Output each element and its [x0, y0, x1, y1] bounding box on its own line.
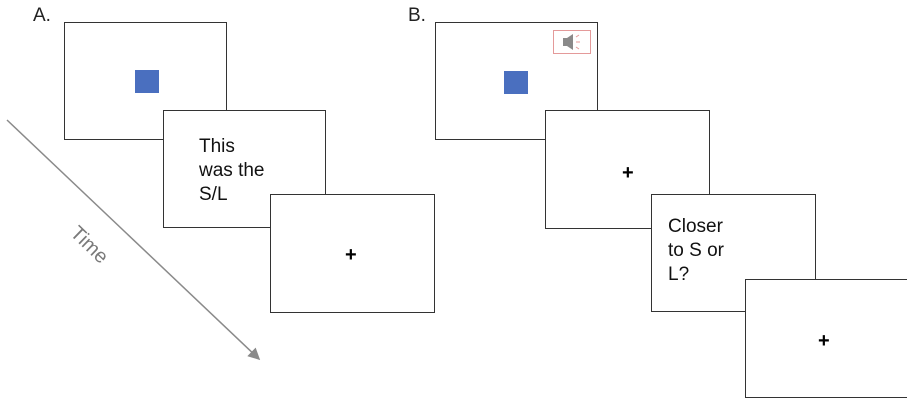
fixation-cross: +: [818, 330, 830, 352]
panel-a-frame-3: +: [270, 194, 435, 313]
speaker-icon: [553, 30, 591, 54]
blue-square-stimulus: [504, 71, 528, 94]
panel-b-frame-3: Closer to S or L?: [651, 194, 816, 312]
panel-b-frame-4: +: [745, 279, 907, 398]
blue-square-stimulus: [135, 70, 159, 93]
fixation-cross: +: [345, 244, 357, 266]
panel-a-feedback-text: This was the S/L: [199, 136, 265, 205]
fixation-cross: +: [622, 162, 634, 184]
panel-b-label: B.: [408, 5, 426, 26]
panel-b-question-text: Closer to S or L?: [668, 216, 724, 285]
panel-b-frame-1: [435, 22, 598, 140]
panel-a-label: A.: [33, 5, 51, 26]
